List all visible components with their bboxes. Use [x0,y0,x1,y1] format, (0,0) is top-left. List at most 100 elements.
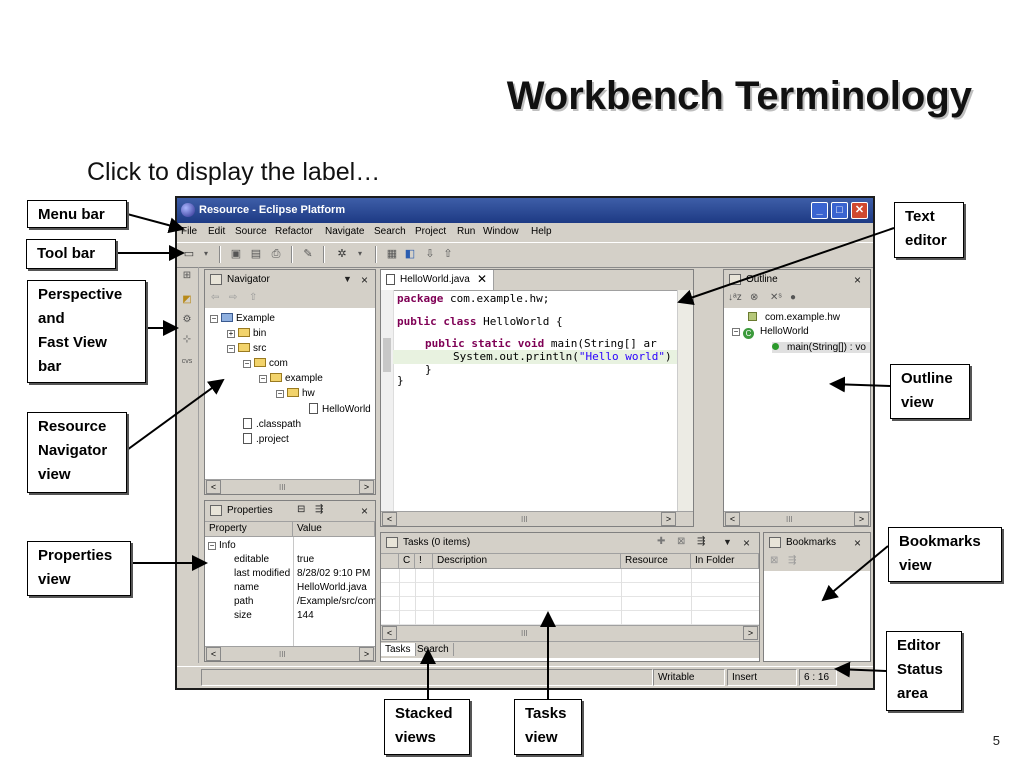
run-icon[interactable]: ✲ [337,248,347,260]
editor-hscrollbar[interactable]: < III > [381,511,693,526]
arrow-menu-bar [126,213,185,234]
minimize-button[interactable]: _ [811,202,828,219]
bookmarks-close-button[interactable]: × [854,536,862,550]
menu-window[interactable]: Window [483,226,519,237]
tree-item-example[interactable]: −Example [210,313,275,324]
menu-help[interactable]: Help [531,226,552,237]
tree-item-com[interactable]: −com [243,358,288,369]
editor-tab-close-button[interactable]: ✕ [477,272,488,286]
debug-perspective-icon[interactable]: ⊹ [182,334,192,345]
callout-tool-bar[interactable]: Tool bar [26,239,116,269]
previous-annotation-icon[interactable]: ⇧ [443,248,453,260]
callout-tasks-view[interactable]: Tasks view [514,699,582,755]
column-priority[interactable]: ! [415,554,433,569]
new-wizard-icon[interactable]: ▭ [183,248,195,260]
open-perspective-icon[interactable]: ⊞ [182,270,192,281]
editor-tab[interactable]: HelloWorld.java ✕ [381,270,494,290]
property-value[interactable]: HelloWorld.java [297,582,367,593]
next-annotation-icon[interactable]: ⇩ [425,248,435,260]
view-menu-icon[interactable]: ▼ [343,274,352,284]
save-all-icon[interactable]: ▤ [250,248,262,260]
open-type-icon[interactable]: ▦ [386,248,398,260]
dropdown-arrow-icon[interactable]: ▾ [203,249,208,258]
outline-item-method[interactable]: main(String[]) : vo [772,342,870,353]
save-icon[interactable]: ▣ [230,248,242,260]
column-completed[interactable]: C [399,554,415,569]
filter-tasks-icon[interactable]: ⇶ [697,536,706,547]
outline-item-package[interactable]: com.example.hw [748,312,840,323]
outline-close-button[interactable]: × [854,273,862,287]
property-value[interactable]: true [297,554,315,565]
resource-perspective-icon[interactable]: ◩ [182,294,192,305]
menu-search[interactable]: Search [374,226,406,237]
callout-perspective-bar[interactable]: Perspective and Fast View bar [27,280,146,383]
maximize-button[interactable]: □ [831,202,848,219]
filter-icon[interactable]: ⇶ [315,504,324,515]
property-group-info[interactable]: −Info [208,540,236,551]
tree-item-classpath[interactable]: .classpath [243,418,301,430]
page-number: 5 [992,733,1000,748]
tree-item-project[interactable]: .project [243,433,289,445]
tasks-title: Tasks (0 items) [403,537,471,548]
outline-hscrollbar[interactable]: < III > [724,511,870,526]
open-perspective-icon[interactable]: ◧ [404,248,416,260]
property-value[interactable]: /Example/src/com [297,596,376,607]
property-name: size [234,610,252,621]
title-bar[interactable]: Resource - Eclipse Platform _ □ ✕ [177,198,873,223]
callout-bookmarks-view[interactable]: Bookmarks view [888,527,1002,582]
column-resource[interactable]: Resource [621,554,691,569]
callout-editor-status-area[interactable]: Editor Status area [886,631,962,711]
column-description[interactable]: Description [433,554,621,569]
callout-properties-view[interactable]: Properties view [27,541,131,596]
cvs-perspective-icon[interactable]: cvs [181,358,193,365]
java-perspective-icon[interactable]: ⚙ [182,314,192,325]
slide-subtitle[interactable]: Click to display the label… [87,158,381,186]
column-value[interactable]: Value [293,522,375,537]
delete-task-icon[interactable]: ⊠ [677,536,686,547]
tasks-menu-icon[interactable]: ▼ [723,537,732,547]
tasks-close-button[interactable]: × [743,536,751,550]
callout-outline-view[interactable]: Outline view [890,364,970,419]
properties-hscrollbar[interactable]: < III > [205,646,375,661]
menu-edit[interactable]: Edit [208,226,226,237]
menu-source[interactable]: Source [235,226,267,237]
tool-bar: ▭ ▾ ▣ ▤ ⎙ ✎ ✲ ▾ ▦ ◧ ⇩ ⇧ [177,242,873,268]
close-window-button[interactable]: ✕ [851,202,868,219]
property-value[interactable]: 8/28/02 9:10 PM [297,568,371,579]
menu-run[interactable]: Run [457,226,476,237]
editor-vscrollbar[interactable] [677,290,693,512]
menu-project[interactable]: Project [415,226,447,237]
print-icon[interactable]: ⎙ [271,248,281,260]
callout-stacked-views[interactable]: Stacked views [384,699,470,755]
status-writable: Writable [653,669,725,686]
navigator-hscrollbar[interactable]: < III > [205,479,375,494]
property-value[interactable]: 144 [297,610,314,621]
navigator-close-button[interactable]: × [361,273,369,287]
tree-item-hw[interactable]: −hw [276,388,315,399]
navigator-view: Navigator ▼ × ⇦⇨⇧ −Example +bin −src −co… [204,269,376,495]
properties-view: Properties ⊟ ⇶ × Property Value −Info ed… [204,500,376,662]
menu-file[interactable]: File [181,226,198,237]
properties-close-button[interactable]: × [361,504,369,518]
tree-item-example-pkg[interactable]: −example [259,373,323,384]
new-task-icon[interactable]: ✚ [657,536,666,547]
tree-item-bin[interactable]: +bin [227,328,267,339]
build-icon[interactable]: ✎ [303,248,313,260]
callout-resource-navigator[interactable]: Resource Navigator view [27,412,127,493]
menu-refactor[interactable]: Refactor [275,226,313,237]
perspective-bar: ⊞ ◩ ⚙ ⊹ cvs [177,267,199,663]
run-dropdown-icon[interactable]: ▾ [357,249,362,258]
callout-menu-bar[interactable]: Menu bar [27,200,127,228]
tree-item-src[interactable]: −src [227,343,267,354]
column-in-folder[interactable]: In Folder [691,554,759,569]
tab-tasks[interactable]: Tasks [381,643,416,656]
tree-item-helloworld[interactable]: HelloWorld [309,403,371,415]
categories-icon[interactable]: ⊟ [297,504,306,515]
column-property[interactable]: Property [205,522,293,537]
menu-navigate[interactable]: Navigate [325,226,365,237]
arrow-bookmarks [821,545,889,602]
callout-text-editor[interactable]: Text editor [894,202,964,258]
tasks-hscrollbar[interactable]: < III > [381,625,759,641]
